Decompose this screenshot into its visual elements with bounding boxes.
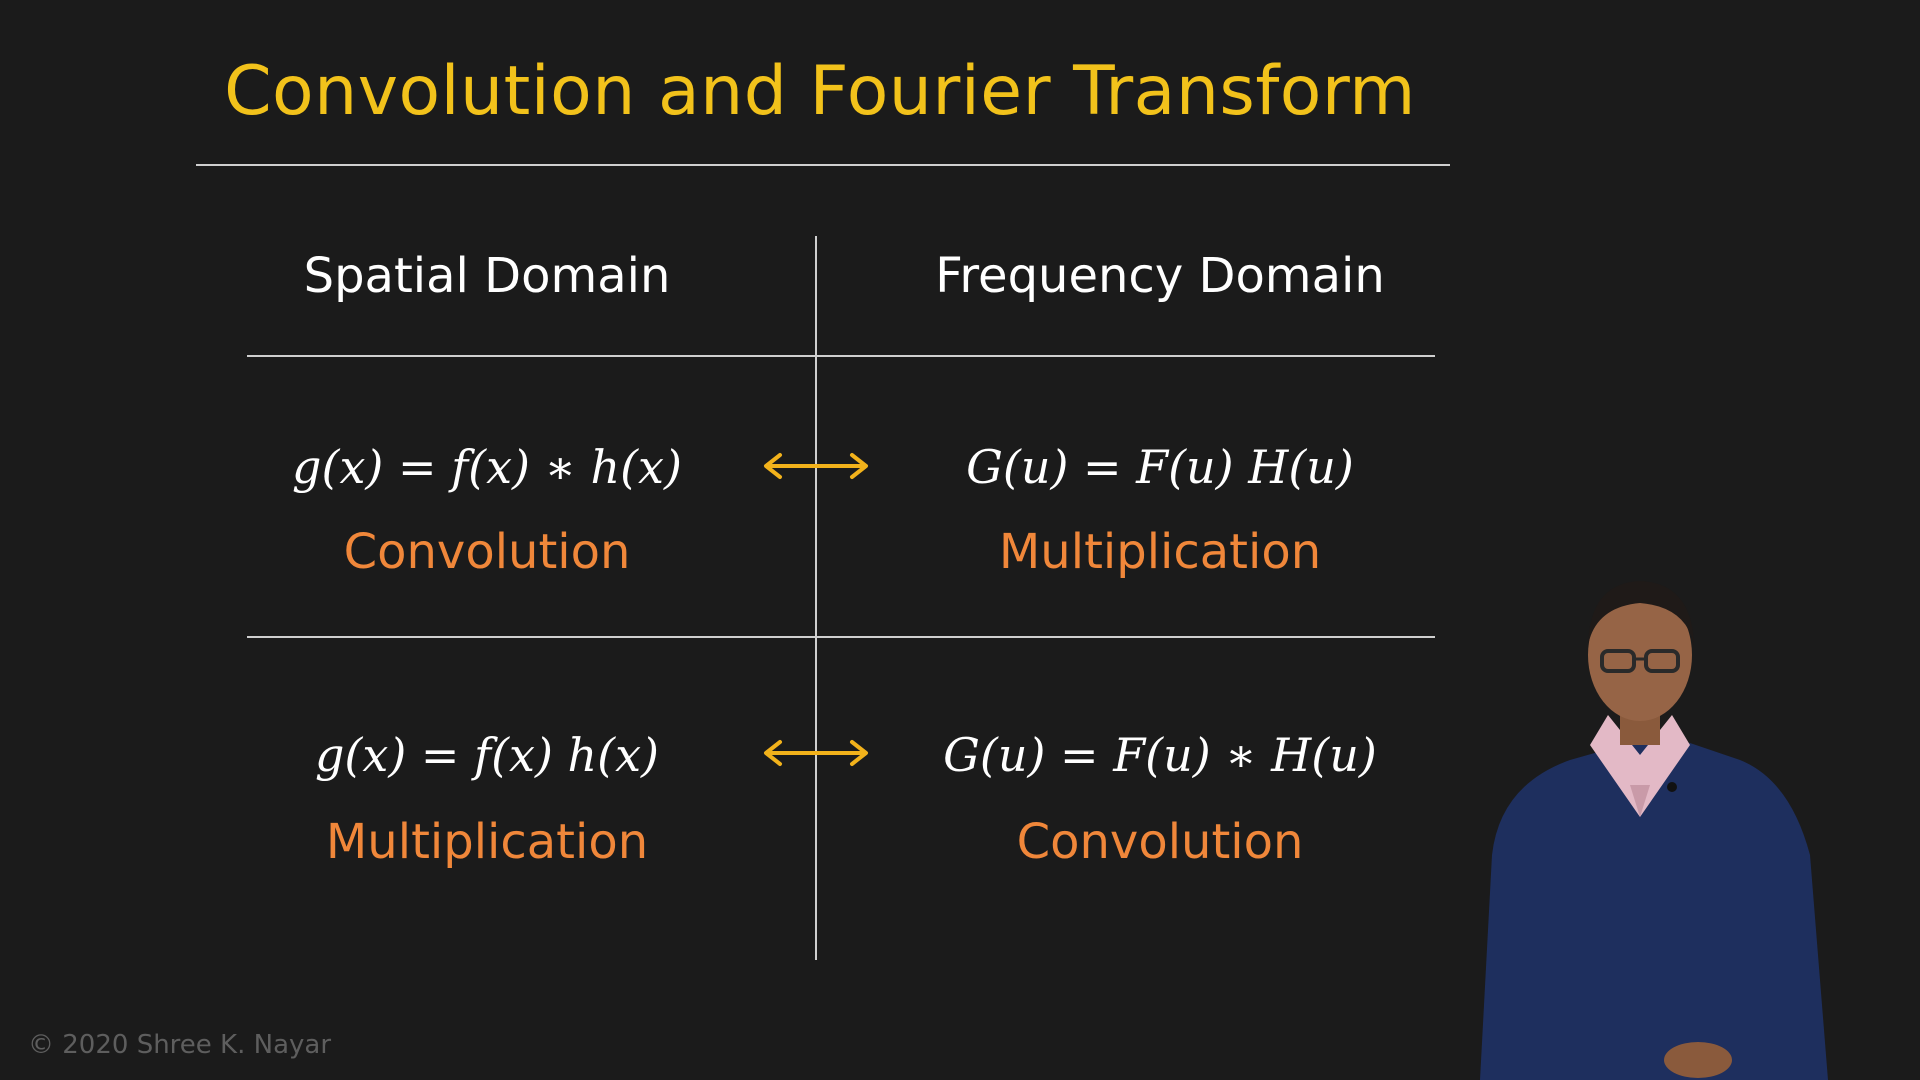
double-headed-arrow-icon [764, 453, 868, 479]
presenter-figure [1480, 581, 1828, 1080]
frequency-operation-row-1: Multiplication [998, 524, 1322, 580]
frequency-domain-header: Frequency Domain [935, 248, 1385, 304]
spatial-equation-row-1: g(x) = f(x) ∗ h(x) [292, 440, 682, 494]
slide-title: Convolution and Fourier Transform [224, 52, 1416, 131]
spatial-domain-header: Spatial Domain [303, 248, 671, 304]
spatial-equation-row-2: g(x) = f(x) h(x) [314, 728, 659, 782]
spatial-operation-row-2: Multiplication [325, 814, 649, 870]
column-divider [815, 236, 817, 960]
frequency-operation-row-2: Convolution [1016, 814, 1304, 870]
title-divider [196, 164, 1450, 166]
header-divider [247, 355, 1435, 357]
frequency-equation-row-2: G(u) = F(u) ∗ H(u) [943, 728, 1377, 782]
row-divider [247, 636, 1435, 638]
copyright-notice: © 2020 Shree K. Nayar [28, 1030, 332, 1060]
spatial-operation-row-1: Convolution [343, 524, 631, 580]
double-headed-arrow-icon [764, 740, 868, 766]
frequency-equation-row-1: G(u) = F(u) H(u) [966, 440, 1354, 494]
